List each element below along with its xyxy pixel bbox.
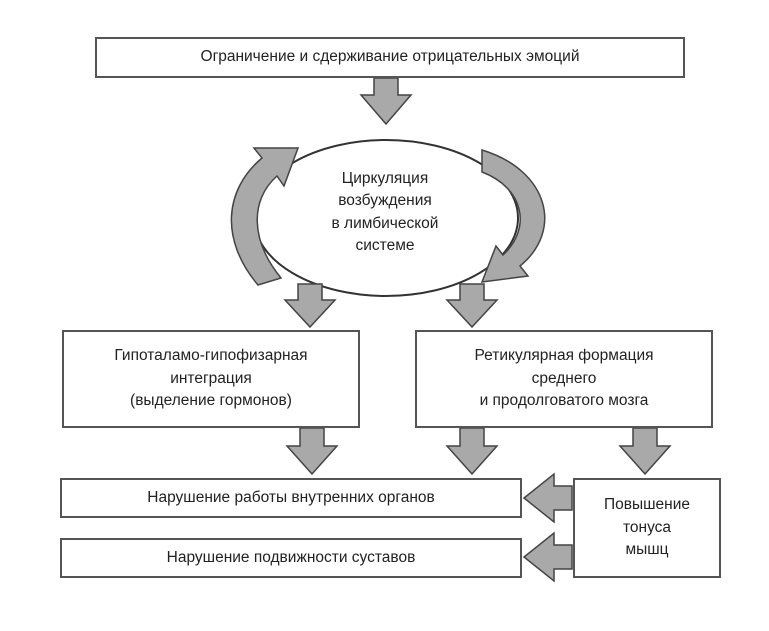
arrow-down-left [283,283,337,329]
arrow-muscle-to-joints [522,531,573,583]
node-muscle: Повышение тонуса мышц [573,478,721,578]
node-joints-label: Нарушение подвижности суставов [166,548,416,566]
right-curved-arrow [480,148,546,283]
node-organs-label: Нарушение работы внутренних органов [147,488,435,506]
node-top: Ограничение и сдерживание отрицательных … [95,37,685,78]
arrow-right-box-to-organs [445,427,499,476]
node-center-label: Циркуляция возбуждения в лимбической сис… [331,170,439,255]
arrow-left-box-to-organs [285,427,339,476]
node-right: Ретикулярная формация среднего и продолг… [415,330,713,428]
node-top-label: Ограничение и сдерживание отрицательных … [200,48,580,66]
left-curved-arrow [230,147,300,286]
node-joints: Нарушение подвижности суставов [60,538,522,578]
arrow-down-top [359,77,413,126]
node-muscle-label: Повышение тонуса мышц [603,496,691,559]
node-right-label: Ретикулярная формация среднего и продолг… [474,347,654,410]
arrow-right-box-to-muscle [618,427,672,476]
arrow-muscle-to-organs [522,472,573,524]
node-organs: Нарушение работы внутренних органов [60,478,522,518]
node-left: Гипоталамо-гипофизарная интеграция (выде… [62,330,360,428]
arrow-down-right [445,283,499,329]
node-left-label: Гипоталамо-гипофизарная интеграция (выде… [114,347,308,410]
